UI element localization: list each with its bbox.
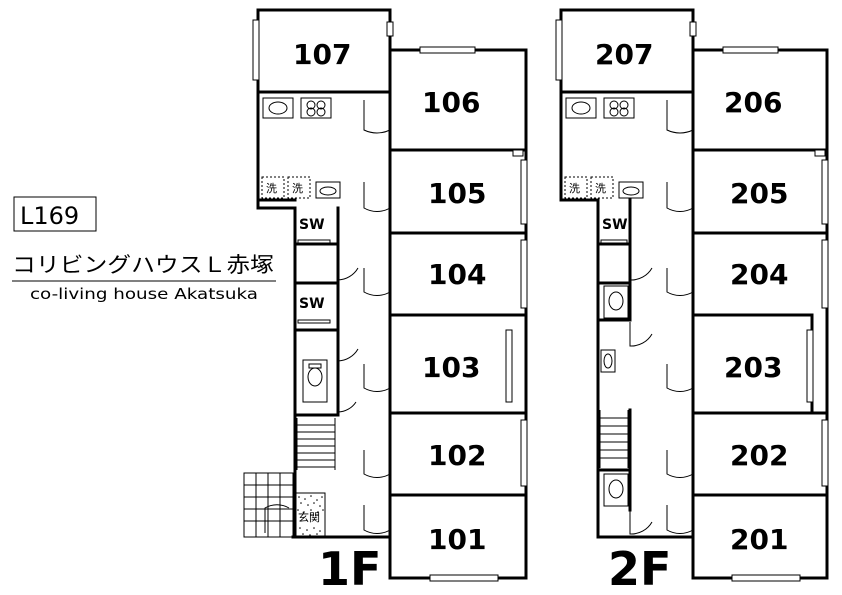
room-106-label: 106: [422, 86, 480, 119]
washbasin-icon: [315, 181, 341, 199]
entrance-area: 玄関: [294, 492, 326, 538]
room-206-label: 206: [724, 86, 782, 119]
room-205-label: 205: [730, 177, 788, 210]
room-201-label: 201: [730, 523, 788, 556]
stove-icon: [603, 97, 635, 119]
shower-tray: [297, 319, 331, 324]
stove-icon: [300, 97, 332, 119]
washer-label: 洗: [569, 182, 580, 195]
shower-tray: [600, 239, 628, 244]
room-103-label: 103: [422, 351, 480, 384]
washer-area: 洗 洗: [564, 176, 644, 199]
room-207-label: 207: [595, 38, 653, 71]
property-code: L169: [20, 202, 79, 230]
property-header: L169 コリビングハウスＬ赤塚 co-living house Akatsuk…: [12, 196, 276, 303]
toilet-icon: [302, 359, 328, 403]
washbasin-icon: [618, 181, 644, 199]
shower-tray: [297, 239, 331, 244]
room-101-label: 101: [428, 523, 486, 556]
stairs-icon: [296, 418, 336, 470]
property-name-ja: コリビングハウスＬ赤塚: [12, 253, 274, 277]
window-icon: [555, 19, 829, 582]
floor-1f: 玄関: [243, 8, 528, 595]
floor-label: 1F: [318, 542, 381, 595]
code-box: [13, 196, 97, 232]
property-name-en: co-living house Akatsuka: [30, 285, 258, 303]
shower-label: SW: [299, 217, 325, 233]
shower-label: SW: [299, 296, 325, 312]
washbasin-icon: [600, 349, 616, 373]
washer-label: 洗: [292, 182, 303, 195]
washer-label: 洗: [595, 182, 606, 195]
room-102-label: 102: [428, 439, 486, 472]
room-104-label: 104: [428, 258, 486, 291]
toilet-icon: [603, 285, 629, 319]
door-swing-icon: [629, 100, 694, 535]
room-203-label: 203: [724, 351, 782, 384]
sink-icon: [565, 97, 597, 119]
floor-label: 2F: [608, 542, 671, 595]
stairs-icon: [599, 410, 629, 468]
toilet-icon: [603, 473, 629, 507]
shower-label: SW: [602, 217, 628, 233]
room-202-label: 202: [730, 439, 788, 472]
room-204-label: 204: [730, 258, 788, 291]
entrance-label: 玄関: [298, 510, 320, 524]
window-icon: [252, 19, 528, 582]
floor-2f: 洗 洗 SW: [555, 8, 829, 595]
porch-tile: [243, 472, 294, 538]
washer-label: 洗: [266, 182, 277, 195]
sink-icon: [262, 97, 294, 119]
room-107-label: 107: [293, 38, 351, 71]
door-swing-icon: [264, 100, 391, 534]
room-105-label: 105: [428, 177, 486, 210]
washer-area: 洗 洗: [261, 176, 341, 199]
